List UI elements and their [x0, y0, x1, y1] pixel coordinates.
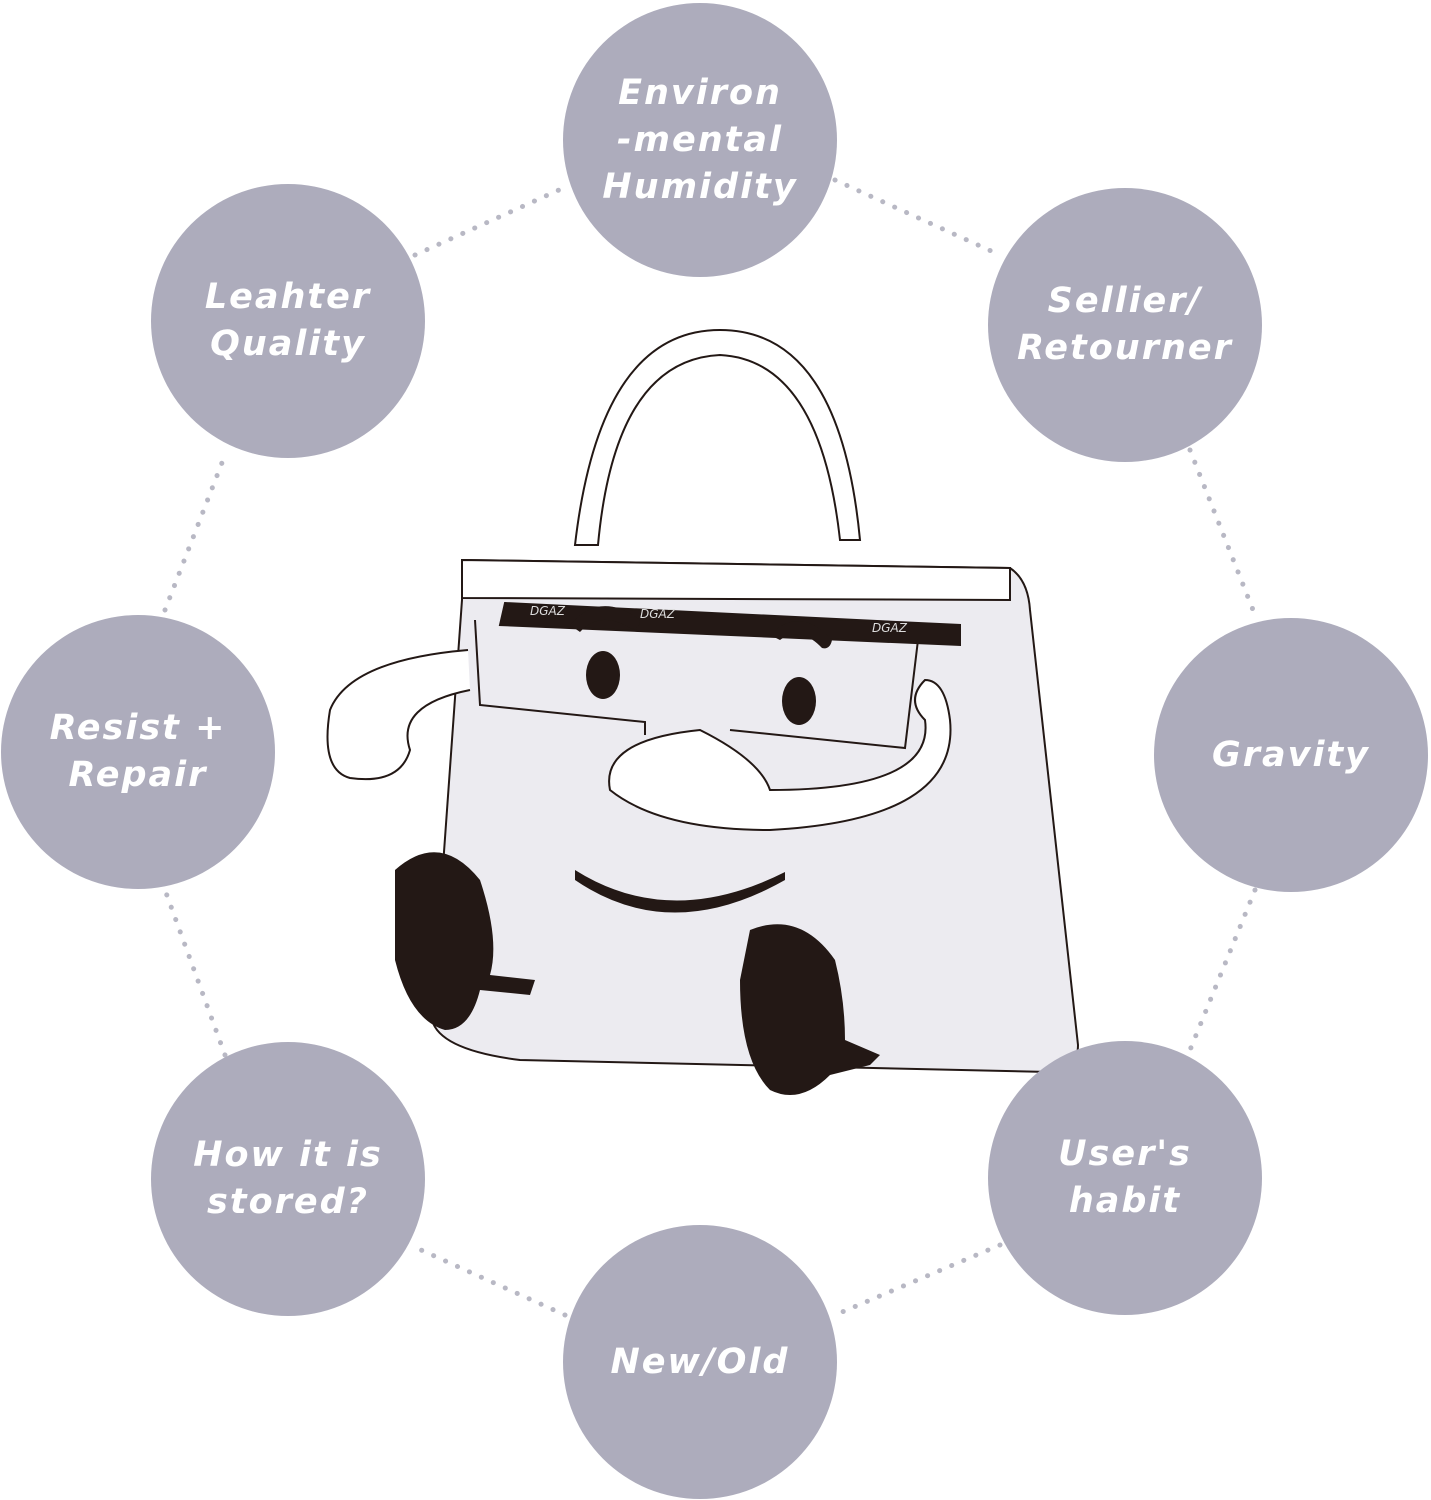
svg-text:DGAZ: DGAZ — [872, 621, 908, 635]
bag-flap — [461, 558, 1011, 602]
bag-logo-text: DGAZ DGAZ DGAZ — [530, 604, 908, 635]
svg-text:DGAZ: DGAZ — [640, 607, 676, 621]
factor-label: Environ -mental Humidity — [602, 72, 798, 207]
factor-label: New/Old — [610, 1341, 790, 1382]
factor-label: How it is stored? — [193, 1135, 383, 1222]
factor-how-stored: How it is stored? — [151, 1042, 425, 1316]
right-eyebrow — [770, 621, 832, 649]
svg-text:DGAZ: DGAZ — [530, 604, 566, 618]
bag-face — [395, 606, 880, 1095]
right-arm — [608, 678, 952, 832]
factor-leather-quality: Leahter Quality — [151, 184, 425, 458]
factor-users-habit: User's habit — [988, 1041, 1262, 1315]
factor-label: Resist + Repair — [49, 708, 227, 795]
connector-dotted-lines — [162, 177, 1258, 1318]
factor-gravity: Gravity — [1154, 618, 1428, 892]
right-eye — [782, 677, 816, 725]
factor-label: Leahter Quality — [204, 277, 372, 364]
factor-label: User's habit — [1058, 1134, 1192, 1221]
factor-resist-repair: Resist + Repair — [1, 615, 275, 889]
factor-label: Gravity — [1212, 734, 1370, 775]
bag-front-flap — [474, 619, 919, 750]
right-foot — [740, 924, 880, 1095]
smile — [575, 870, 785, 913]
bag-handle — [573, 328, 862, 546]
left-arm — [326, 649, 471, 781]
factor-environmental-humidity: Environ -mental Humidity — [563, 3, 837, 277]
left-foot — [395, 852, 535, 1030]
left-eye — [586, 651, 620, 699]
factor-sellier-retourner: Sellier/ Retourner — [988, 188, 1262, 462]
factor-new-old: New/Old — [563, 1225, 837, 1499]
left-eyebrow — [570, 606, 640, 632]
factor-label: Sellier/ Retourner — [1017, 281, 1233, 368]
